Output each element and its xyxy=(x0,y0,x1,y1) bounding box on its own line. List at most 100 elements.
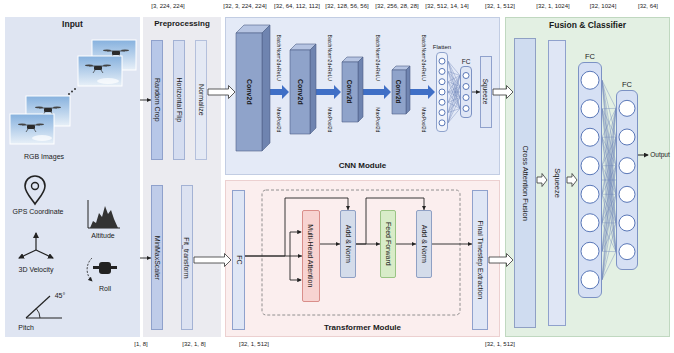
neuron xyxy=(581,71,599,89)
dense-line xyxy=(602,108,616,251)
flow-arrow xyxy=(432,244,472,245)
fusion-bar: Cross Attention Fusion xyxy=(514,38,536,328)
layer-arrow xyxy=(407,85,435,99)
flow-arrow xyxy=(245,198,348,256)
conv-face xyxy=(236,33,262,151)
input-caption: GPS Coordinate xyxy=(13,208,64,216)
conv-layer: Conv2d xyxy=(392,70,406,114)
neuron xyxy=(581,157,599,175)
neuron xyxy=(581,100,599,118)
layer-heading: FC xyxy=(462,58,471,65)
block-arrow xyxy=(567,174,577,187)
layer-op-label: BatchNorm2d+ReLU xyxy=(326,35,332,81)
dense-line xyxy=(448,76,460,93)
panel-title: Transformer Module xyxy=(324,324,401,333)
dense-fan xyxy=(448,61,460,123)
attention-block: Multi-Head Attention xyxy=(302,210,320,302)
dense-fan xyxy=(602,80,616,280)
feed-forward-block: Feed Forward xyxy=(380,210,396,278)
dense-link xyxy=(602,180,616,181)
tensor-shape: [32, 64, 112, 112] xyxy=(274,3,320,10)
attention-input-branch xyxy=(290,256,301,280)
gps-icon xyxy=(32,183,39,190)
layer-op-label: BatchNorm2d+ReLU xyxy=(374,35,380,81)
conv-layer: Conv2d xyxy=(342,62,358,122)
panel-title: Input xyxy=(62,20,83,29)
dense-line xyxy=(602,108,616,279)
tensor-shape: [32, 1, 512] xyxy=(485,341,515,348)
block-label: MinMaxScaler xyxy=(153,235,161,279)
rgb-image xyxy=(18,124,44,132)
velocity-axes-icon xyxy=(19,250,36,258)
block-label: Cross Attention Fusion xyxy=(521,145,529,220)
dense-line xyxy=(602,166,616,280)
gps-icon xyxy=(25,176,45,204)
neuron xyxy=(619,186,635,202)
process-bar: Horizontal Flip xyxy=(173,40,185,160)
block-arrow xyxy=(537,174,547,187)
block-label: Conv2d xyxy=(346,80,353,104)
altitude-icon xyxy=(90,206,118,228)
roll-icon xyxy=(87,258,92,281)
block-label: Conv2d xyxy=(245,79,253,105)
tensor-shape: [32, 1, 512] xyxy=(239,341,269,348)
neuron xyxy=(581,185,599,203)
neuron xyxy=(619,100,635,116)
panel-title: CNN Module xyxy=(339,162,387,171)
tensor-shape: [32, 1, 1024] xyxy=(536,3,569,10)
process-bar: Normalize xyxy=(195,40,207,160)
tensor-shape: [32, 128, 56, 56] xyxy=(325,3,368,10)
extraction-bar: Final Timestep Extraction xyxy=(472,190,488,330)
neuron xyxy=(463,84,469,90)
dense-line xyxy=(602,166,616,195)
squeeze-bar: Squeeze xyxy=(548,40,566,326)
fc-layer: FC xyxy=(578,62,602,298)
block-arrow xyxy=(194,254,231,267)
block-label: Multi-Head Attention xyxy=(307,224,315,287)
block-label: FC xyxy=(235,255,243,264)
neuron xyxy=(439,120,445,126)
rgb-image-stack xyxy=(10,40,136,144)
fusion-panel: Cross Attention FusionSqueezeFCFCFusion … xyxy=(505,17,670,337)
dense-line xyxy=(448,87,460,123)
dense-line xyxy=(602,109,616,252)
connectors xyxy=(140,85,616,267)
input-caption: 3D Velocity xyxy=(18,266,53,274)
dense-line xyxy=(448,98,460,123)
tensor-shape: [32, 512, 14, 14] xyxy=(425,3,468,10)
rgb-image-stack xyxy=(71,91,73,93)
neuron xyxy=(619,129,635,145)
velocity-axes-icon xyxy=(19,233,53,258)
pitch-icon xyxy=(26,317,62,318)
block-arrow xyxy=(489,254,513,267)
tensor-shape: [32, 64] xyxy=(638,3,658,10)
altitude-icon xyxy=(88,200,120,228)
conv-face xyxy=(342,62,358,122)
dense-link xyxy=(448,92,460,93)
dense-line xyxy=(448,109,460,123)
dense-line xyxy=(602,109,616,223)
neuron xyxy=(463,106,469,112)
conv-face xyxy=(310,44,316,134)
tensor-shape: [32, 256, 28, 28] xyxy=(375,3,418,10)
conv-layer: Conv2d xyxy=(236,33,262,151)
flow-arrow xyxy=(140,100,151,101)
output-label: Output xyxy=(650,151,670,158)
tensor-shape: [32, 3, 224, 224] xyxy=(223,3,266,10)
neuron-column xyxy=(436,52,448,132)
input-caption: Altitude xyxy=(91,232,114,240)
rgb-image xyxy=(78,56,122,86)
block-label: Conv2d xyxy=(395,80,402,104)
flow-arrow xyxy=(356,198,424,244)
dense-line xyxy=(448,76,460,113)
roll-icon xyxy=(87,258,117,281)
layer-op-label: MaxPool2d xyxy=(420,107,426,132)
neuron-column xyxy=(616,90,638,270)
neuron xyxy=(439,89,445,95)
layer-op-label: MaxPool2d xyxy=(275,107,281,132)
squeeze-bar: Squeeze xyxy=(480,56,492,128)
dense-line xyxy=(602,223,616,280)
rgb-image xyxy=(10,114,54,144)
neuron xyxy=(581,271,599,289)
add-norm-block: Add & Norm xyxy=(340,210,356,278)
